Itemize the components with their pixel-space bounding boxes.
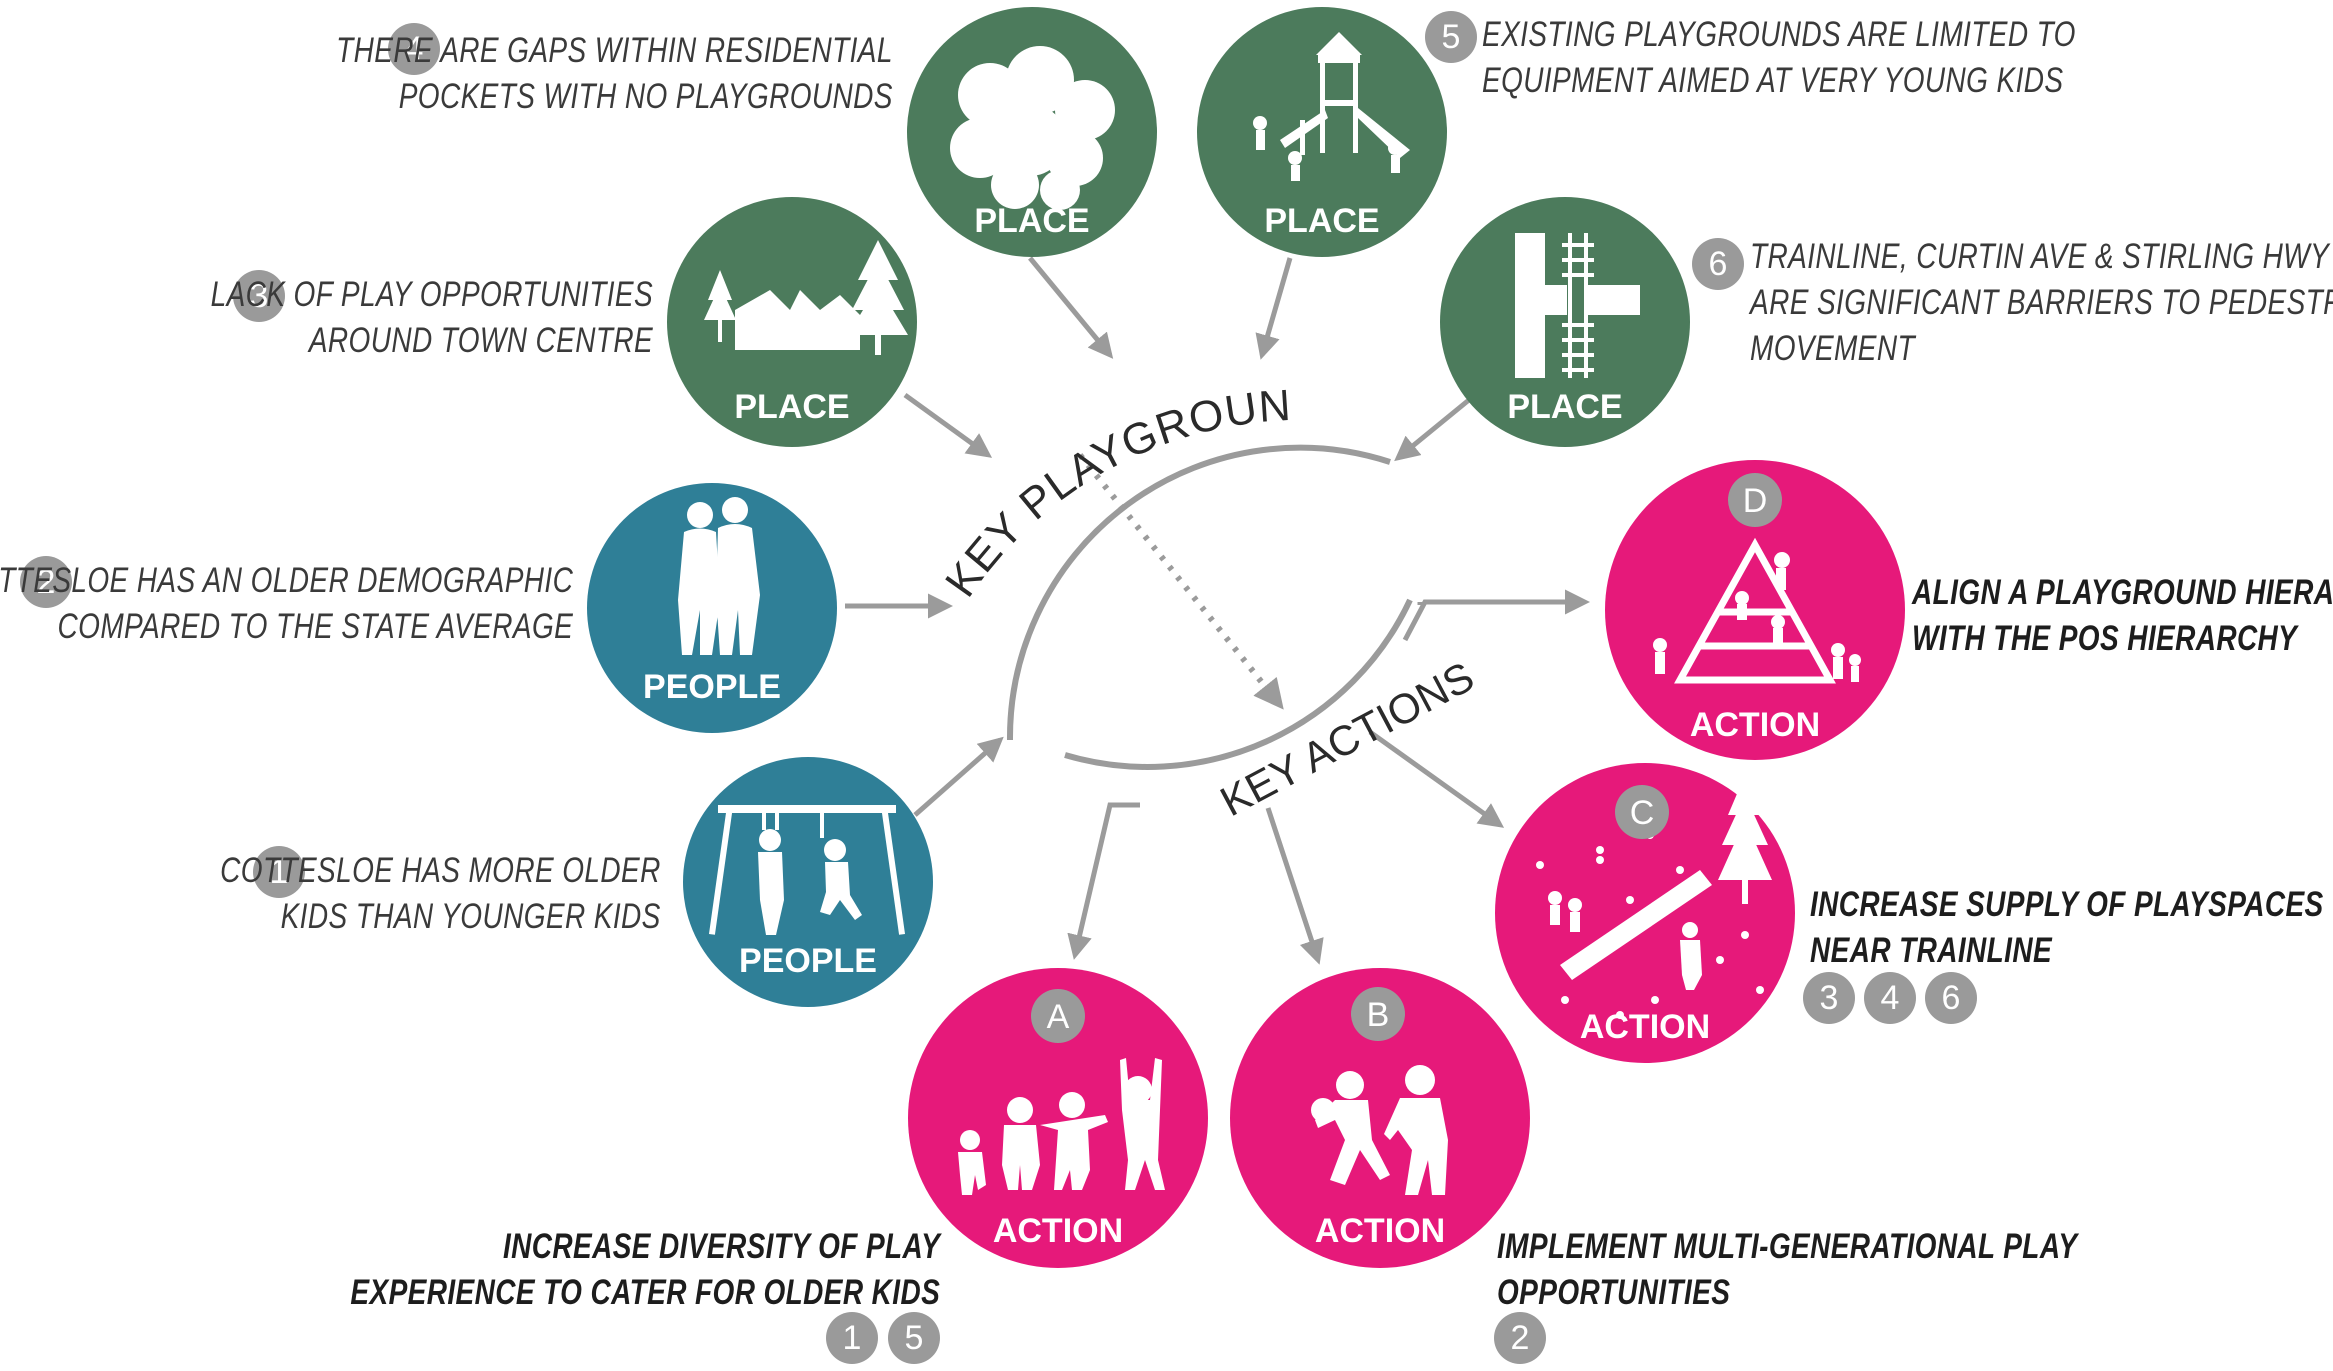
monkey-bars-icon: [708, 805, 906, 935]
finding-1-number-badge: 1: [253, 846, 305, 898]
town-centre-icon: [704, 240, 908, 355]
people-label: PEOPLE: [643, 668, 781, 706]
finding-6-number-badge: 6: [1692, 238, 1744, 290]
cloud-icon: [950, 46, 1115, 210]
action-label: ACTION: [993, 1212, 1123, 1250]
trainline-barrier-icon: [1515, 233, 1640, 378]
playground-hierarchy-pyramid-icon: [1674, 537, 1836, 684]
arrow-finding-3: [903, 392, 993, 458]
place-circle-4: PLACE: [907, 7, 1157, 257]
arrow-finding-1: [913, 736, 1004, 817]
arrow-finding-6: [1394, 393, 1477, 462]
place-circle-5: PLACE: [1197, 7, 1447, 257]
action-letter-badge: C: [1630, 794, 1655, 832]
action-letter-badge: A: [1047, 998, 1070, 1036]
action-letter-badge: B: [1367, 996, 1390, 1034]
place-label: PLACE: [1507, 388, 1622, 426]
finding-4-number-badge: 4: [388, 23, 440, 75]
findings-to-actions-dotted-arrow: [1077, 453, 1284, 710]
arrow-action-a: [1067, 802, 1140, 960]
action-c-ref-badge: 3: [1803, 972, 1855, 1024]
people-circle-2: PEOPLE: [587, 483, 837, 733]
arrow-action-c: [1368, 729, 1505, 828]
actions-arc: [1064, 598, 1413, 770]
action-circle-a: A ACTION: [908, 968, 1208, 1268]
place-label: PLACE: [1264, 202, 1379, 240]
action-b-ref-badge: 2: [1494, 1312, 1546, 1364]
action-letter-badge: D: [1743, 482, 1768, 520]
action-label: ACTION: [1690, 706, 1820, 744]
finding-3-number-badge: 3: [233, 270, 285, 322]
action-d-text: ALIGN A PLAYGROUND HIERARCHYWITH THE POS…: [1912, 573, 2333, 658]
basketball-players-icon: [1311, 1065, 1448, 1195]
people-circle-1: PEOPLE: [683, 757, 933, 1007]
arrow-action-d-path: [1402, 589, 1590, 642]
place-label: PLACE: [974, 202, 1089, 240]
action-c-ref-badge: 4: [1864, 972, 1916, 1024]
playground-equipment-icon: [1253, 32, 1410, 181]
action-label: ACTION: [1315, 1212, 1445, 1250]
finding-2-number-badge: 2: [20, 556, 72, 608]
place-circle-6: PLACE: [1440, 197, 1690, 447]
action-a-ref-badge: 5: [888, 1312, 940, 1364]
action-label: ACTION: [1580, 1008, 1710, 1046]
place-label: PLACE: [734, 388, 849, 426]
arrow-finding-5: [1255, 257, 1293, 360]
older-couple-icon: [678, 497, 760, 655]
actions-label: KEY ACTIONS: [1213, 653, 1482, 826]
finding-5-number-badge: 5: [1425, 11, 1477, 63]
arrow-finding-4: [1028, 256, 1114, 359]
people-label: PEOPLE: [739, 942, 877, 980]
children-group-icon: [958, 1058, 1165, 1195]
action-circle-b: B ACTION: [1230, 968, 1530, 1268]
action-c-ref-badge: 6: [1925, 972, 1977, 1024]
action-circle-d: D ACTION: [1605, 460, 1905, 760]
action-circle-c: C ACTION: [1495, 763, 1795, 1063]
arrow-action-b: [1265, 807, 1324, 965]
place-circle-3: PLACE: [667, 197, 917, 447]
findings-arc: [1006, 444, 1391, 741]
trainline-playspace-icon: [1536, 775, 1772, 1019]
action-a-ref-badge: 1: [826, 1312, 878, 1364]
